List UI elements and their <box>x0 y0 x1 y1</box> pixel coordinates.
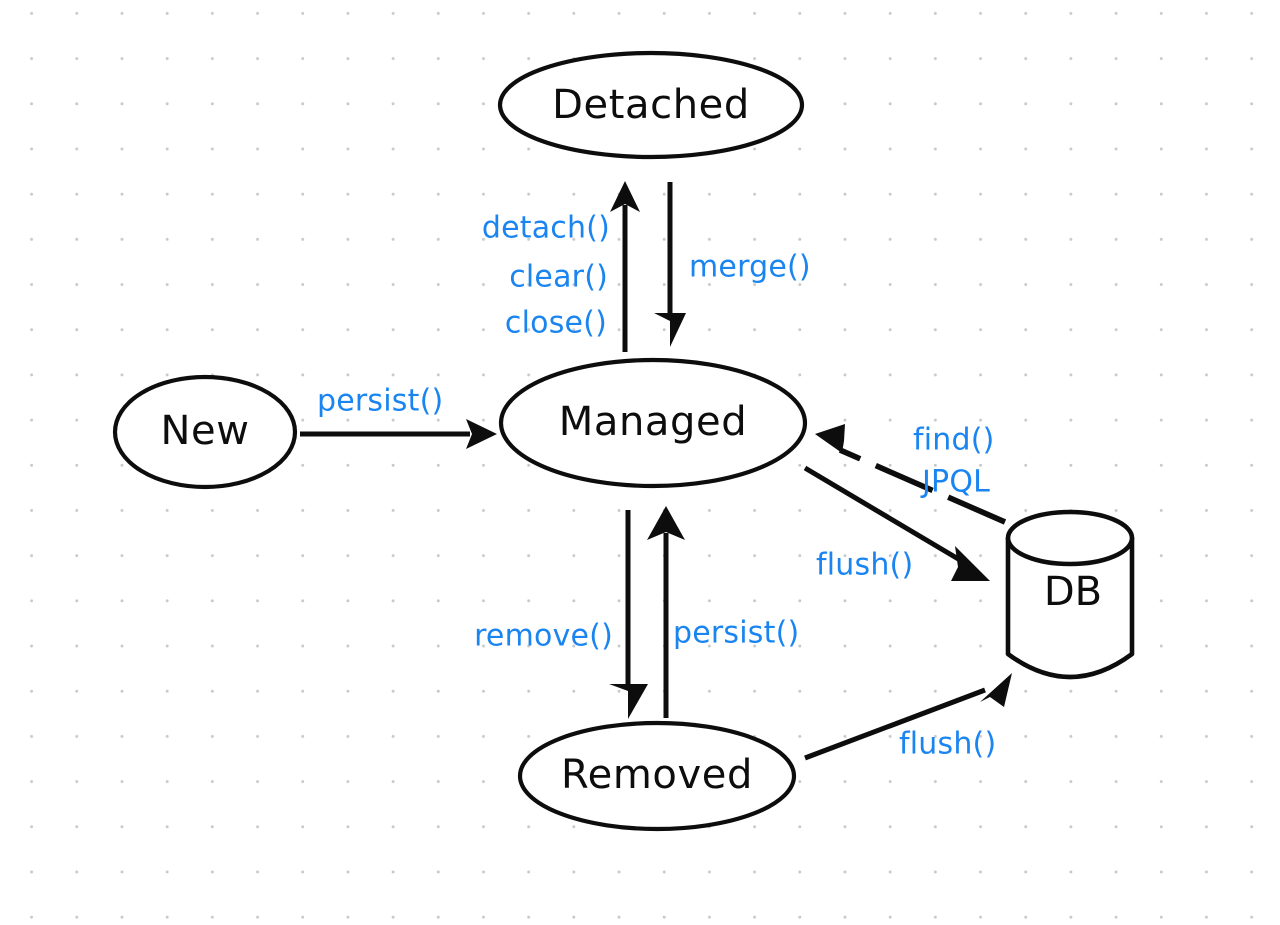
edge-new-to-managed[interactable] <box>300 419 497 449</box>
node-managed-shape <box>498 357 808 489</box>
edge-label-find: find() <box>913 423 995 458</box>
node-removed-label: Removed <box>561 752 753 798</box>
node-db-top <box>1005 509 1135 567</box>
arrow-head-removed-to-managed <box>647 506 685 540</box>
node-detached[interactable]: Detached <box>497 50 805 160</box>
arrow-head-managed-to-detached <box>610 181 640 212</box>
node-managed[interactable]: Managed <box>498 357 808 489</box>
node-new-shape <box>112 374 298 490</box>
edge-label-jpql: JPQL <box>920 465 990 500</box>
arrow-head-new-to-managed <box>466 419 497 449</box>
arrow-head-managed-to-db <box>951 546 990 581</box>
edge-managed-to-removed[interactable] <box>609 510 648 719</box>
edge-label-merge: merge() <box>689 250 811 285</box>
arrow-head-db-to-managed <box>815 424 845 453</box>
node-detached-label: Detached <box>552 82 750 128</box>
edge-removed-to-managed[interactable] <box>647 506 685 718</box>
edge-label-close: close() <box>505 306 607 341</box>
arrow-head-removed-to-db <box>980 673 1012 707</box>
node-removed-shape <box>517 720 797 832</box>
arrow-head-detached-to-managed <box>654 313 686 347</box>
node-detached-shape <box>497 50 805 160</box>
node-db-label: DB <box>1044 569 1102 615</box>
node-db-body <box>1005 535 1135 680</box>
edge-managed-to-detached[interactable] <box>610 181 640 352</box>
edge-removed-to-db[interactable] <box>804 673 1012 761</box>
node-db[interactable]: DB <box>1005 509 1135 680</box>
edge-label-clear: clear() <box>509 260 608 295</box>
edge-line-db-to-managed <box>838 447 1007 525</box>
edge-label-persist-removed: persist() <box>673 616 799 651</box>
node-new-label: New <box>160 408 249 454</box>
edge-line-removed-to-db <box>804 687 986 761</box>
edge-line-managed-to-db <box>803 465 962 563</box>
edge-label-flush-managed: flush() <box>816 548 913 583</box>
edge-label-persist-new: persist() <box>317 384 443 419</box>
arrow-head-managed-to-removed <box>609 684 648 719</box>
node-new[interactable]: New <box>112 374 298 490</box>
edge-detached-to-managed[interactable] <box>654 182 686 347</box>
edge-label-remove: remove() <box>474 619 613 654</box>
node-managed-label: Managed <box>559 399 747 445</box>
edge-label-detach: detach() <box>482 211 610 246</box>
edge-managed-to-db[interactable] <box>803 465 990 581</box>
edge-db-to-managed[interactable] <box>815 424 1007 525</box>
edge-label-flush-removed: flush() <box>899 727 996 762</box>
node-removed[interactable]: Removed <box>517 720 797 832</box>
